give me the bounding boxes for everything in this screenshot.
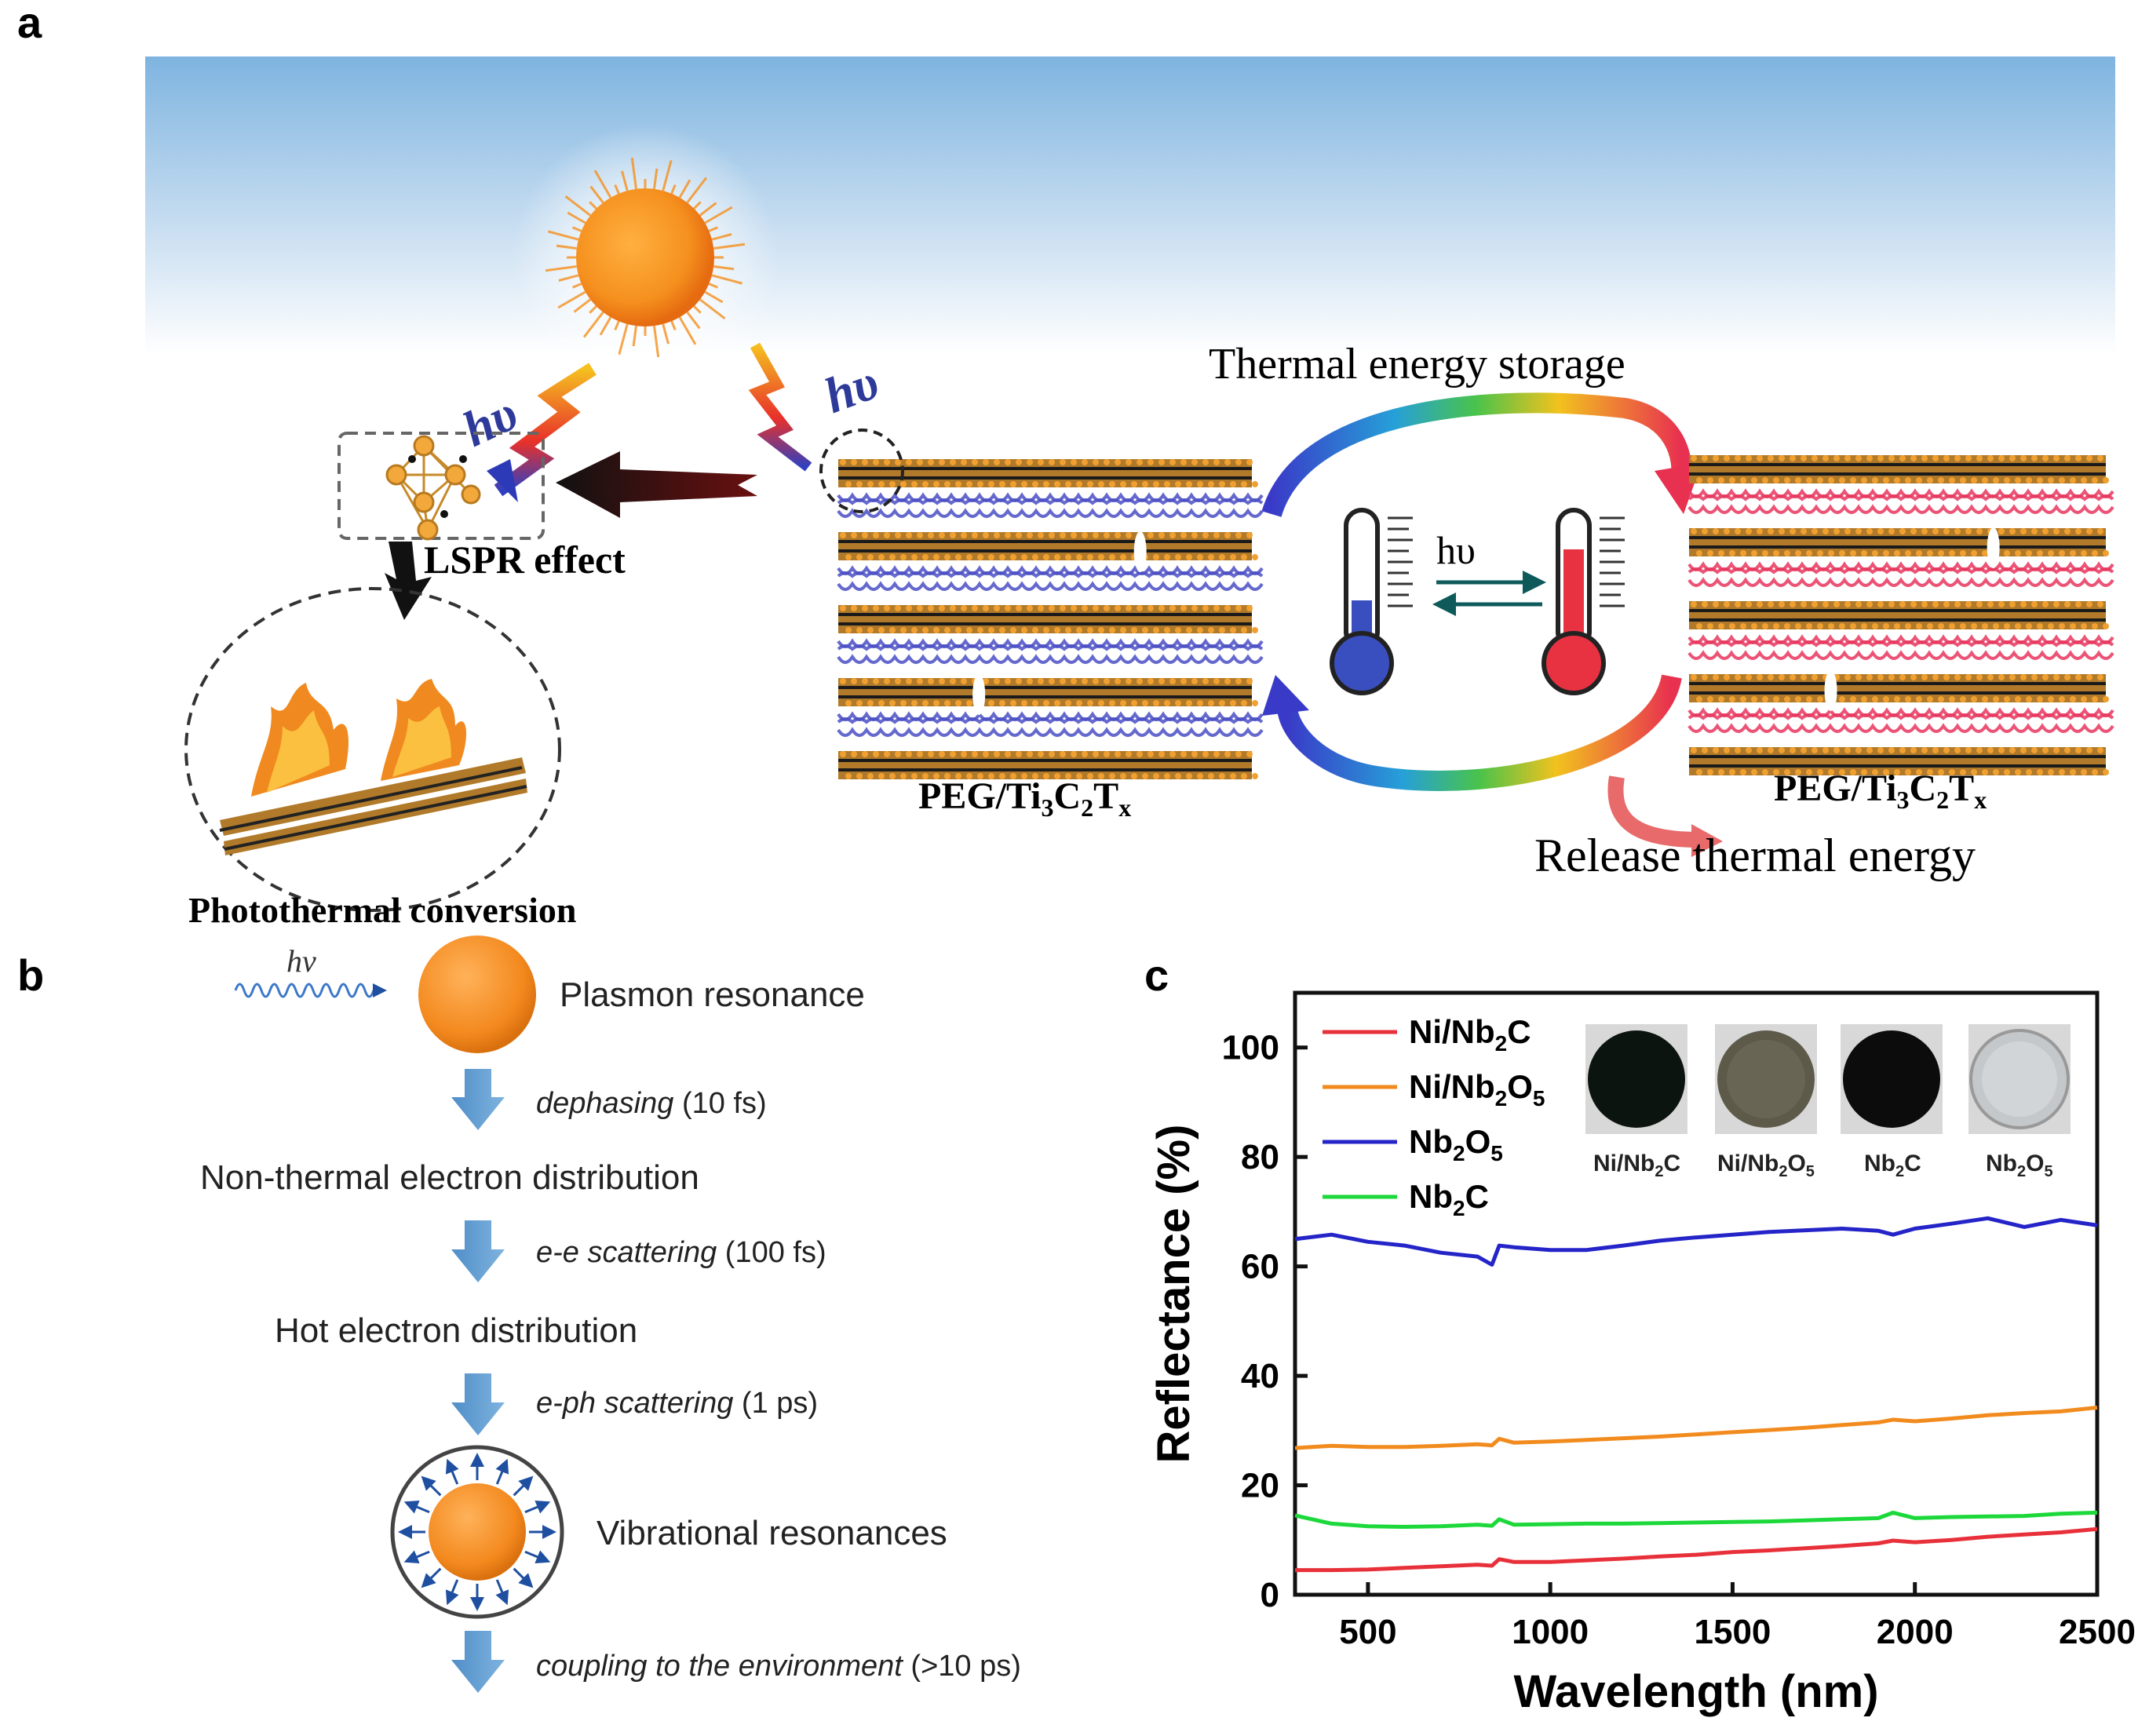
panel-c-label: c bbox=[1144, 950, 1169, 1000]
inset-label-ni-nb2o5: Ni/Nb2O5 bbox=[1717, 1151, 1815, 1180]
peg-ti3c2tx-stack-cold bbox=[837, 459, 1264, 779]
flame-icon bbox=[251, 679, 467, 797]
lspr-box bbox=[337, 432, 545, 540]
peg-label-left: PEG/Ti3C2Tx bbox=[918, 775, 1131, 822]
photothermal-conversion-label: Photothermal conversion bbox=[188, 890, 576, 930]
down-arrow-1-icon bbox=[451, 1069, 505, 1130]
inset-labels: Ni/Nb2C Ni/Nb2O5 Nb2C Nb2O5 bbox=[1593, 1151, 2053, 1180]
legend-label-1: Ni/Nb2O5 bbox=[1409, 1068, 1545, 1111]
peg-ti3c2tx-stack-hot bbox=[1687, 455, 2114, 775]
release-arrowhead-icon bbox=[1262, 675, 1309, 716]
y-tick-label: 80 bbox=[1241, 1138, 1279, 1176]
y-tick-label: 60 bbox=[1241, 1248, 1279, 1286]
inset-label-nb2c: Nb2C bbox=[1864, 1151, 1921, 1180]
down-arrow-2-icon bbox=[451, 1220, 505, 1282]
panel-a: a hυ hυ bbox=[17, 0, 2115, 930]
down-arrow-3-icon bbox=[451, 1373, 505, 1435]
series-line-3 bbox=[1294, 1510, 2098, 1529]
release-tail-arc bbox=[1607, 775, 1700, 848]
y-tick-label: 40 bbox=[1241, 1357, 1279, 1395]
x-axis-label: Wavelength (nm) bbox=[1513, 1666, 1878, 1717]
nanoparticle-cluster-icon bbox=[385, 435, 481, 541]
step-coupling-environment: coupling to the environment (>10 ps) bbox=[536, 1650, 1021, 1683]
storage-arc bbox=[1261, 392, 1692, 518]
series-line-1 bbox=[1294, 1406, 2098, 1450]
sun-icon bbox=[512, 124, 779, 391]
inset-photos bbox=[1585, 1024, 2071, 1134]
inset-label-nb2o5: Nb2O5 bbox=[1986, 1151, 2053, 1180]
release-arc bbox=[1277, 673, 1682, 791]
x-tick-label: 2000 bbox=[1877, 1613, 1954, 1651]
release-thermal-energy-label: Release thermal energy bbox=[1534, 830, 1976, 881]
photothermal-ellipse bbox=[184, 587, 561, 912]
thermometer-cold-icon bbox=[1330, 508, 1413, 695]
incident-light-wave-icon bbox=[234, 983, 387, 998]
legend-label-0: Ni/Nb2C bbox=[1409, 1013, 1531, 1056]
panel-c: c 500 1000 1500 2000 2500 0 20 40 60 80 100Wavelen… bbox=[1144, 950, 2136, 1717]
step-eph-scattering: e-ph scattering (1 ps) bbox=[536, 1387, 818, 1420]
thermometer-hv-label: hυ bbox=[1436, 528, 1476, 572]
panel-b-label: b bbox=[17, 950, 44, 1000]
series-line-0 bbox=[1295, 1526, 2098, 1573]
light-bolt-right-icon bbox=[748, 342, 812, 472]
series-line-2 bbox=[1294, 1216, 2098, 1267]
y-tick-label: 0 bbox=[1261, 1576, 1279, 1614]
vibrating-nanoparticle-icon bbox=[390, 1445, 564, 1619]
sample-disc-nb2c bbox=[1843, 1030, 1940, 1128]
zoom-circle bbox=[819, 429, 904, 513]
step-dephasing: dephasing (10 fs) bbox=[536, 1087, 767, 1120]
mxene-sheet-icon bbox=[219, 757, 527, 855]
step-vibrational-resonances: Vibrational resonances bbox=[597, 1514, 947, 1552]
light-bolt-left-icon bbox=[487, 363, 597, 502]
x-tick-label: 500 bbox=[1339, 1613, 1396, 1651]
down-arrow-4-icon bbox=[451, 1631, 505, 1693]
y-tick-label: 100 bbox=[1222, 1029, 1279, 1067]
x-tick-label: 1500 bbox=[1695, 1613, 1771, 1651]
panel-b: b hν Plasmon resonance dephasing (10 fs)… bbox=[17, 935, 1021, 1693]
x-tick-label: 1000 bbox=[1512, 1613, 1589, 1651]
sample-disc-ni-nb2c bbox=[1588, 1030, 1685, 1128]
thermometer-hot-icon bbox=[1542, 508, 1625, 695]
step-ee-scattering: e-e scattering (100 fs) bbox=[536, 1236, 826, 1269]
x-tick-label: 2500 bbox=[2059, 1613, 2136, 1651]
hv-label-b: hν bbox=[286, 943, 316, 979]
down-arrow-icon bbox=[385, 542, 432, 620]
nanoparticle-icon bbox=[418, 935, 536, 1053]
panel-a-label: a bbox=[17, 0, 42, 47]
sky-background bbox=[145, 57, 2115, 355]
y-tick-label: 20 bbox=[1241, 1467, 1279, 1505]
thermal-energy-storage-label: Thermal energy storage bbox=[1209, 340, 1625, 388]
y-axis-label: Reflectance (%) bbox=[1148, 1125, 1199, 1464]
legend-label-3: Nb2C bbox=[1409, 1178, 1489, 1220]
block-arrow-left-icon bbox=[556, 451, 757, 518]
inset-label-ni-nb2c: Ni/Nb2C bbox=[1593, 1151, 1680, 1180]
plot-frame bbox=[1293, 990, 2100, 1597]
peg-label-right: PEG/Ti3C2Tx bbox=[1774, 768, 1987, 814]
release-tail-arrowhead-icon bbox=[1691, 824, 1723, 857]
legend-label-2: Nb2O5 bbox=[1409, 1123, 1503, 1165]
reflectance-chart: 500 1000 1500 2000 2500 0 20 40 60 80 100Wavelengt… bbox=[1148, 990, 2136, 1717]
step-plasmon-resonance: Plasmon resonance bbox=[560, 976, 865, 1014]
hv-label-right: hυ bbox=[817, 353, 885, 424]
step-non-thermal-distribution: Non-thermal electron distribution bbox=[200, 1158, 699, 1197]
step-hot-electron-distribution: Hot electron distribution bbox=[275, 1311, 637, 1350]
lspr-effect-label: LSPR effect bbox=[424, 538, 626, 582]
